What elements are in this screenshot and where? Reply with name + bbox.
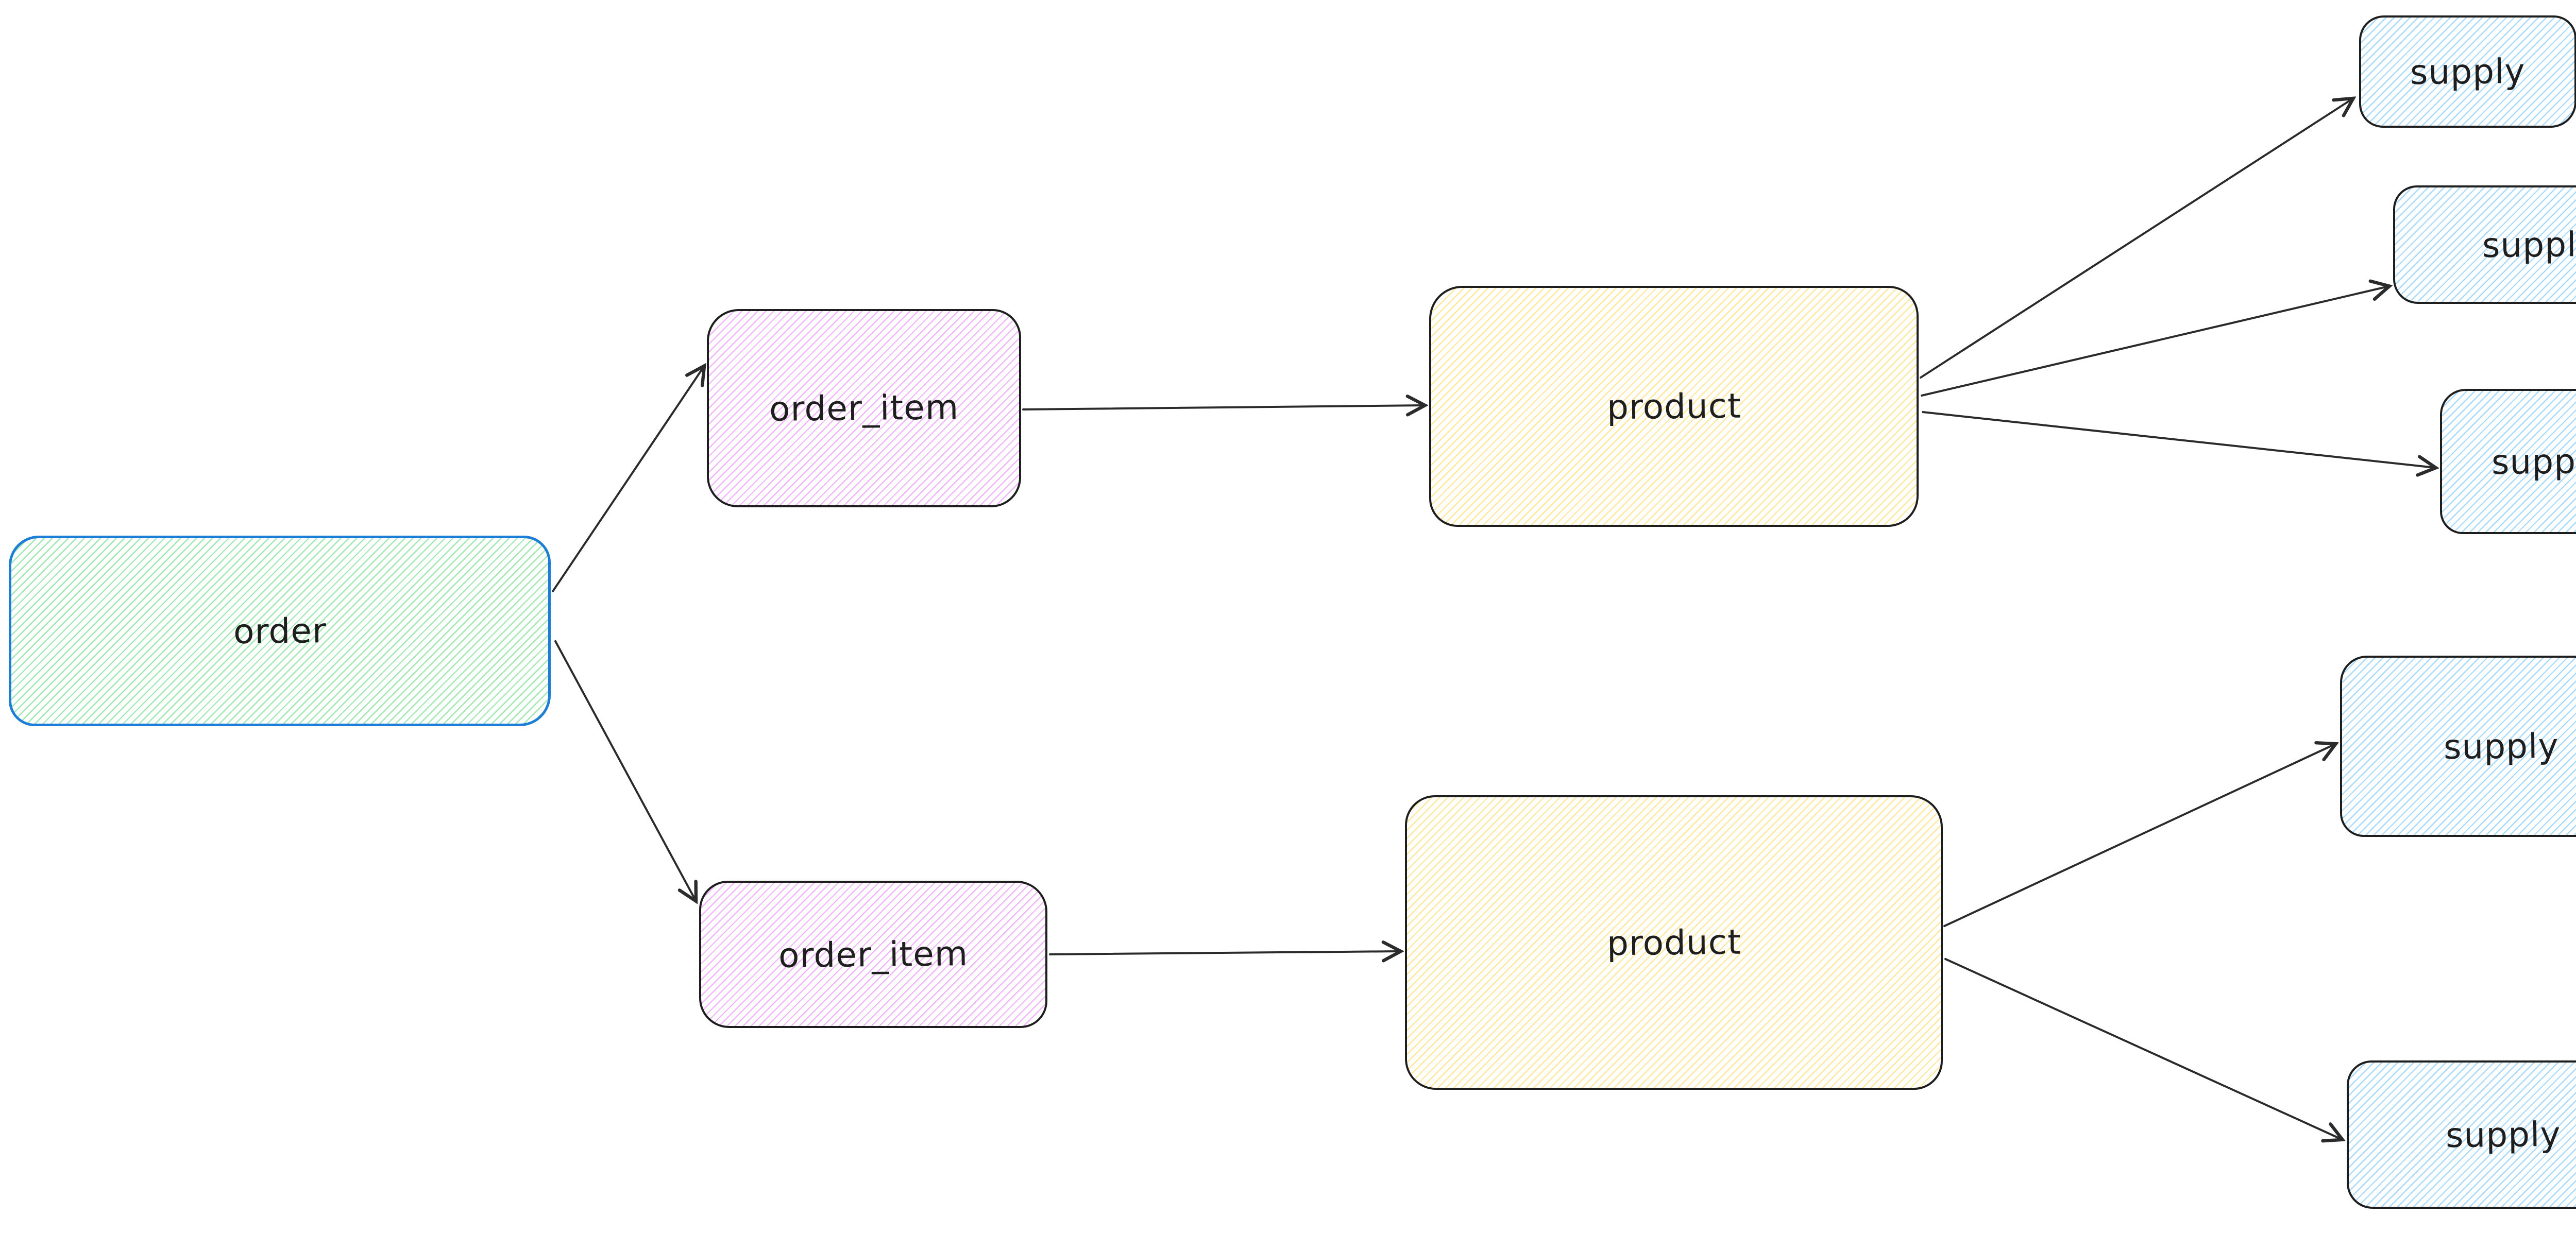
arrow-order-item-1-to-product-1[interactable] xyxy=(1022,405,1424,409)
node-supply-1[interactable]: supply xyxy=(2359,15,2576,128)
arrow-product-1-to-supply-1[interactable] xyxy=(1920,99,2352,379)
arrow-product-1-to-supply-2[interactable] xyxy=(1921,286,2388,397)
node-order-label: order xyxy=(233,610,327,652)
arrow-product-2-to-supply-4[interactable] xyxy=(1943,744,2335,927)
node-supply-2[interactable]: supply xyxy=(2393,185,2576,304)
node-product-top-label: product xyxy=(1606,386,1741,427)
arrow-product-2-to-supply-5[interactable] xyxy=(1944,958,2342,1139)
node-supply-3-label: supply xyxy=(2491,441,2576,482)
node-supply-3[interactable]: supply xyxy=(2440,389,2576,534)
node-supply-5-label: supply xyxy=(2445,1114,2562,1155)
node-product-bottom[interactable]: product xyxy=(1405,795,1943,1090)
node-order-item-bottom[interactable]: order_item xyxy=(699,881,1047,1028)
arrow-order-item-2-to-product-2[interactable] xyxy=(1049,951,1400,954)
node-order[interactable]: order xyxy=(9,536,551,726)
node-product-top[interactable]: product xyxy=(1429,286,1919,527)
node-order-item-top[interactable]: order_item xyxy=(707,309,1021,507)
node-supply-1-label: supply xyxy=(2410,51,2526,92)
arrow-order-to-order-item-2[interactable] xyxy=(554,640,696,900)
node-supply-4[interactable]: supply xyxy=(2340,656,2576,837)
arrow-order-to-order-item-1[interactable] xyxy=(552,367,704,592)
node-order-item-top-label: order_item xyxy=(769,387,959,429)
node-supply-4-label: supply xyxy=(2443,726,2560,767)
node-product-bottom-label: product xyxy=(1606,922,1741,963)
node-supply-2-label: supply xyxy=(2482,224,2576,265)
arrow-product-1-to-supply-3[interactable] xyxy=(1922,411,2435,468)
node-supply-5[interactable]: supply xyxy=(2347,1060,2576,1209)
node-order-item-bottom-label: order_item xyxy=(778,933,969,975)
